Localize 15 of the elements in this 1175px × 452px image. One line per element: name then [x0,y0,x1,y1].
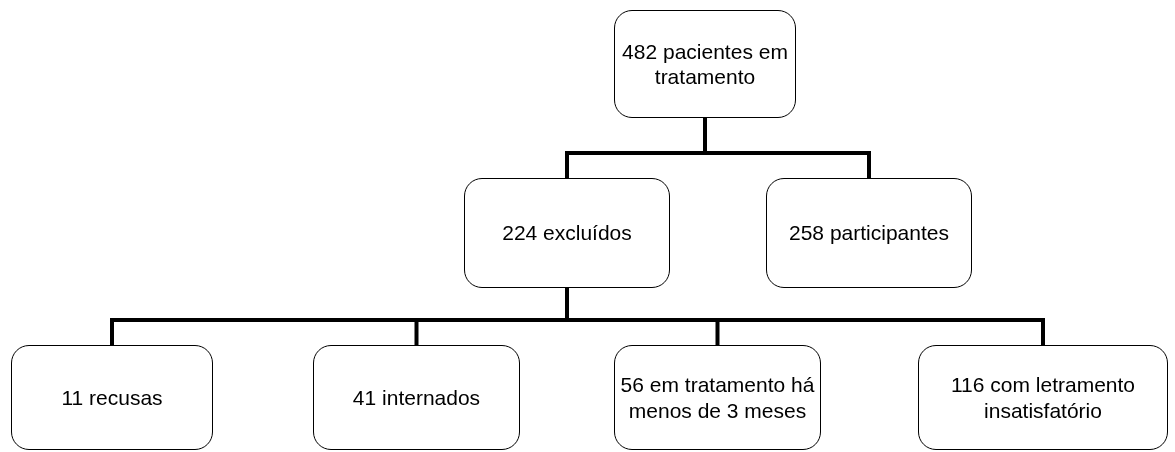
box-label: 11 recusas [61,384,163,411]
process-box [614,10,796,118]
process-box [313,345,520,450]
process-box [766,178,972,288]
process-box [918,345,1168,450]
box-label: 116 com letramento insatisfatório [949,372,1136,423]
connector-line [565,288,1045,345]
process-box [11,345,213,450]
process-box [614,345,821,450]
box-label: 56 em tratamento há menos de 3 meses [619,372,816,423]
box-label: 41 internados [352,384,481,411]
box-label: 482 pacientes em tratamento [621,38,789,90]
box-label: 224 excluídos [502,220,632,246]
box-label: 258 participantes [789,220,949,246]
process-box [464,178,670,288]
